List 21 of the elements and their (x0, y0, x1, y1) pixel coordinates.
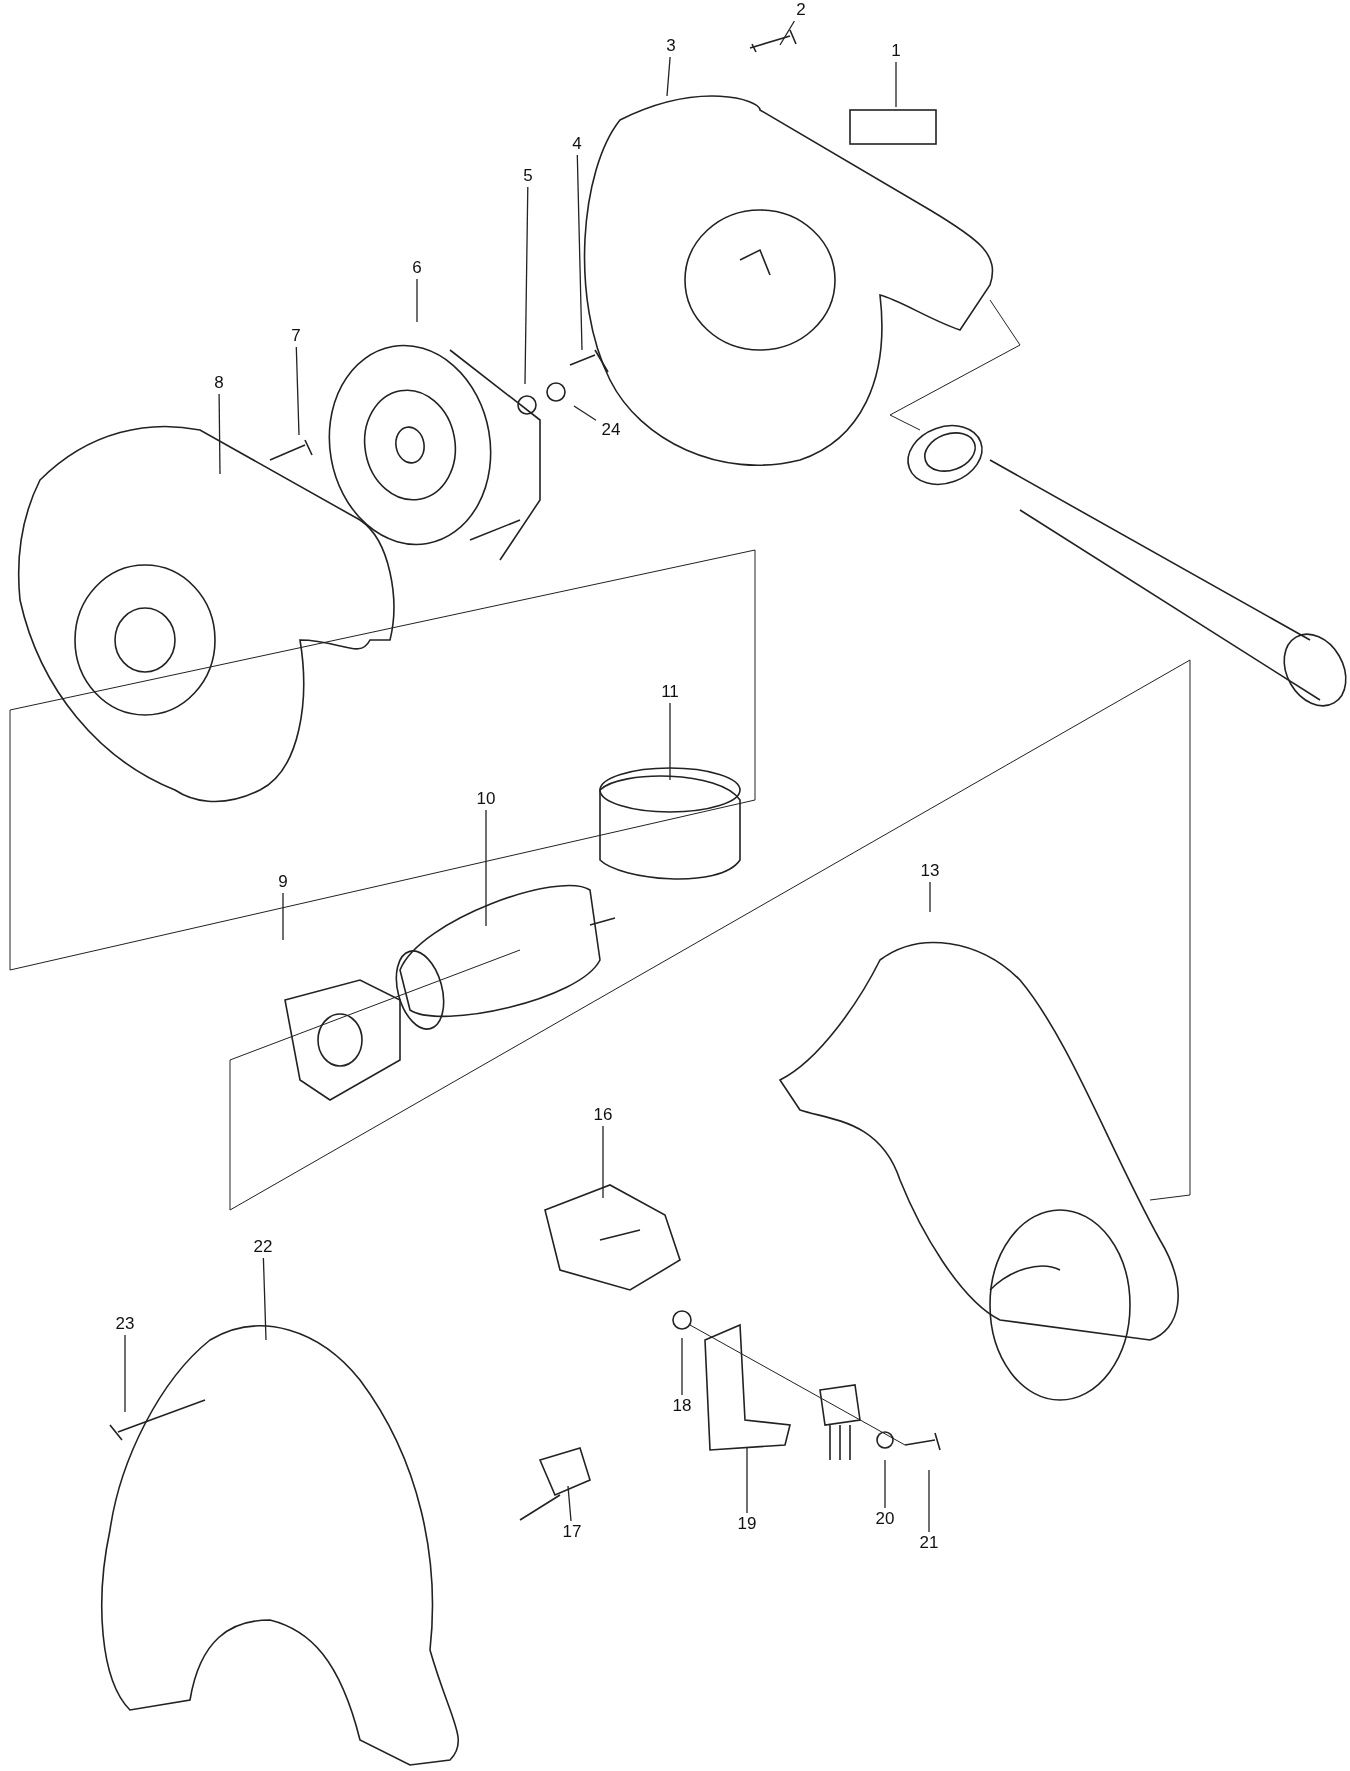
leader-line (928, 1469, 930, 1533)
leader-line (895, 61, 897, 108)
leader-line (681, 1337, 683, 1396)
leader-line (524, 186, 529, 385)
leader-line (567, 1485, 572, 1522)
leader-line (576, 154, 583, 351)
leader-line (282, 892, 284, 941)
leader-line (573, 405, 597, 421)
leader-line (485, 809, 487, 927)
leader-line (416, 278, 418, 323)
leader-line (746, 1447, 748, 1514)
leader-line (262, 1257, 267, 1341)
leader-line (779, 20, 796, 46)
leader-line (669, 702, 671, 781)
leader-line (295, 346, 300, 436)
leader-line (884, 1459, 886, 1509)
leader-line (929, 881, 931, 913)
leader-line (124, 1334, 126, 1413)
leader-line (666, 56, 671, 97)
leader-line (602, 1125, 604, 1199)
leader-line (218, 393, 221, 475)
